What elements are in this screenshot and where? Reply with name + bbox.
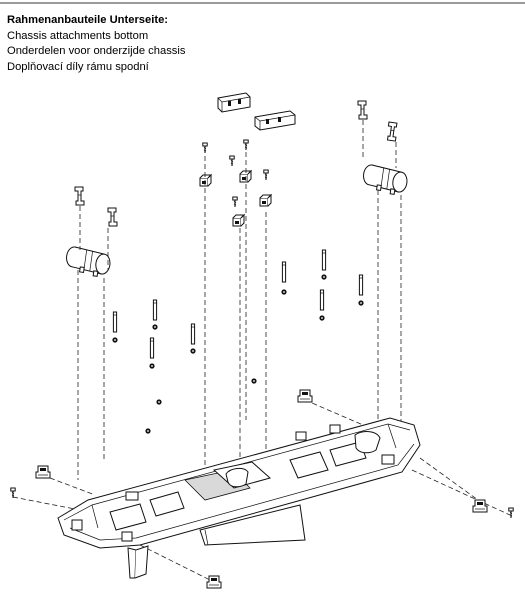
pin-3 — [149, 337, 155, 359]
header-rule — [0, 2, 525, 4]
pin-4 — [190, 323, 196, 345]
nut-11 — [251, 378, 257, 384]
pin-2 — [152, 299, 158, 321]
caption-title: Rahmenanbauteile Unterseite: — [7, 14, 169, 26]
clip-right-top — [297, 389, 313, 403]
nut-4 — [190, 348, 196, 354]
air-tank-right — [360, 163, 410, 197]
clip-right-bottom — [472, 499, 488, 513]
chassis-frame — [57, 417, 421, 579]
battery-box-left — [217, 92, 251, 113]
pin-6 — [321, 249, 327, 271]
nut-6 — [321, 274, 327, 280]
screw-top-center-4 — [263, 169, 269, 181]
clip-bottom — [206, 575, 222, 589]
bracket-left-2 — [107, 207, 118, 227]
nut-7 — [319, 315, 325, 321]
screw-top-center-3 — [229, 155, 235, 167]
screw-right — [508, 507, 514, 519]
pin-1 — [112, 311, 118, 333]
housing-1 — [199, 174, 212, 187]
screw-top-center-1 — [202, 142, 208, 154]
housing-4 — [232, 214, 245, 227]
screw-top-center-5 — [232, 196, 238, 208]
caption-english: Chassis attachments bottom — [7, 29, 149, 42]
bracket-left-1 — [74, 186, 85, 206]
caption-czech: Doplňovací díly rámu spodní — [7, 60, 149, 73]
nut-3 — [149, 363, 155, 369]
screw-top-center-2 — [243, 139, 249, 151]
nut-1 — [112, 337, 118, 343]
pin-7 — [319, 289, 325, 311]
bracket-top-right-1 — [357, 100, 368, 120]
caption-block: Rahmenanbauteile Unterseite: Chassis att… — [7, 13, 185, 75]
nut-5 — [281, 289, 287, 295]
air-tank-left — [63, 245, 113, 279]
housing-2 — [239, 170, 252, 183]
pin-5 — [281, 261, 287, 283]
screw-left — [10, 487, 16, 499]
caption-dutch: Onderdelen voor onderzijde chassis — [7, 45, 186, 58]
nut-8 — [358, 300, 364, 306]
bracket-top-right-2 — [385, 121, 399, 142]
nut-9 — [156, 399, 162, 405]
nut-2 — [152, 324, 158, 330]
pin-8 — [358, 274, 364, 296]
housing-3 — [259, 194, 272, 207]
clip-left — [35, 465, 51, 479]
nut-10 — [145, 428, 151, 434]
battery-box-right — [254, 110, 296, 131]
assembly-guide-lines — [12, 120, 511, 581]
